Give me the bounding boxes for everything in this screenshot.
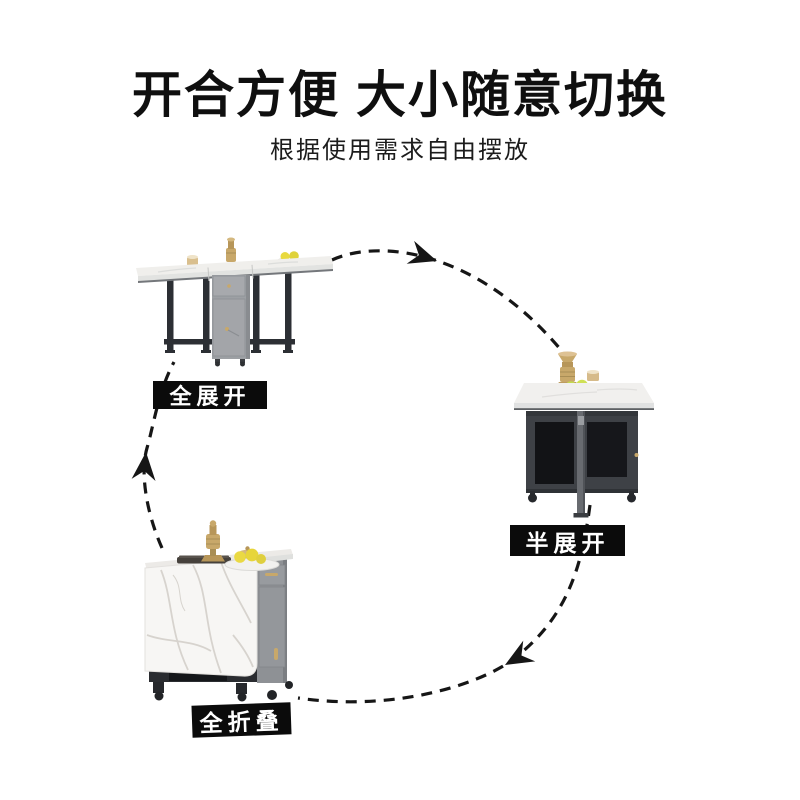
folded-leaf-panel — [144, 557, 258, 677]
header: 开合方便 大小随意切换 根据使用需求自由摆放 — [0, 0, 800, 164]
table-legs — [164, 268, 295, 353]
half-expanded-state-label: 半展开 — [525, 529, 610, 556]
page-subtitle: 根据使用需求自由摆放 — [270, 137, 530, 164]
storage-cabinet — [212, 275, 250, 367]
storage-cabinet — [257, 559, 293, 700]
arrow-expanded-to-half-icon — [331, 240, 568, 358]
folded-table-photo — [144, 520, 293, 702]
table-base — [526, 411, 639, 518]
expanded-state-badge: 全展开 — [153, 381, 267, 409]
folded-state-label: 全折叠 — [199, 707, 284, 737]
expanded-state-label: 全展开 — [169, 384, 251, 409]
folded-state-badge: 全折叠 — [191, 702, 292, 738]
tabletop — [514, 383, 654, 410]
expanded-table-photo — [136, 237, 333, 367]
half-expanded-state-badge: 半展开 — [510, 525, 625, 556]
page-title: 开合方便 大小随意切换 — [132, 67, 668, 123]
half-expanded-table-photo — [514, 351, 654, 518]
tableware-decor — [177, 520, 280, 571]
